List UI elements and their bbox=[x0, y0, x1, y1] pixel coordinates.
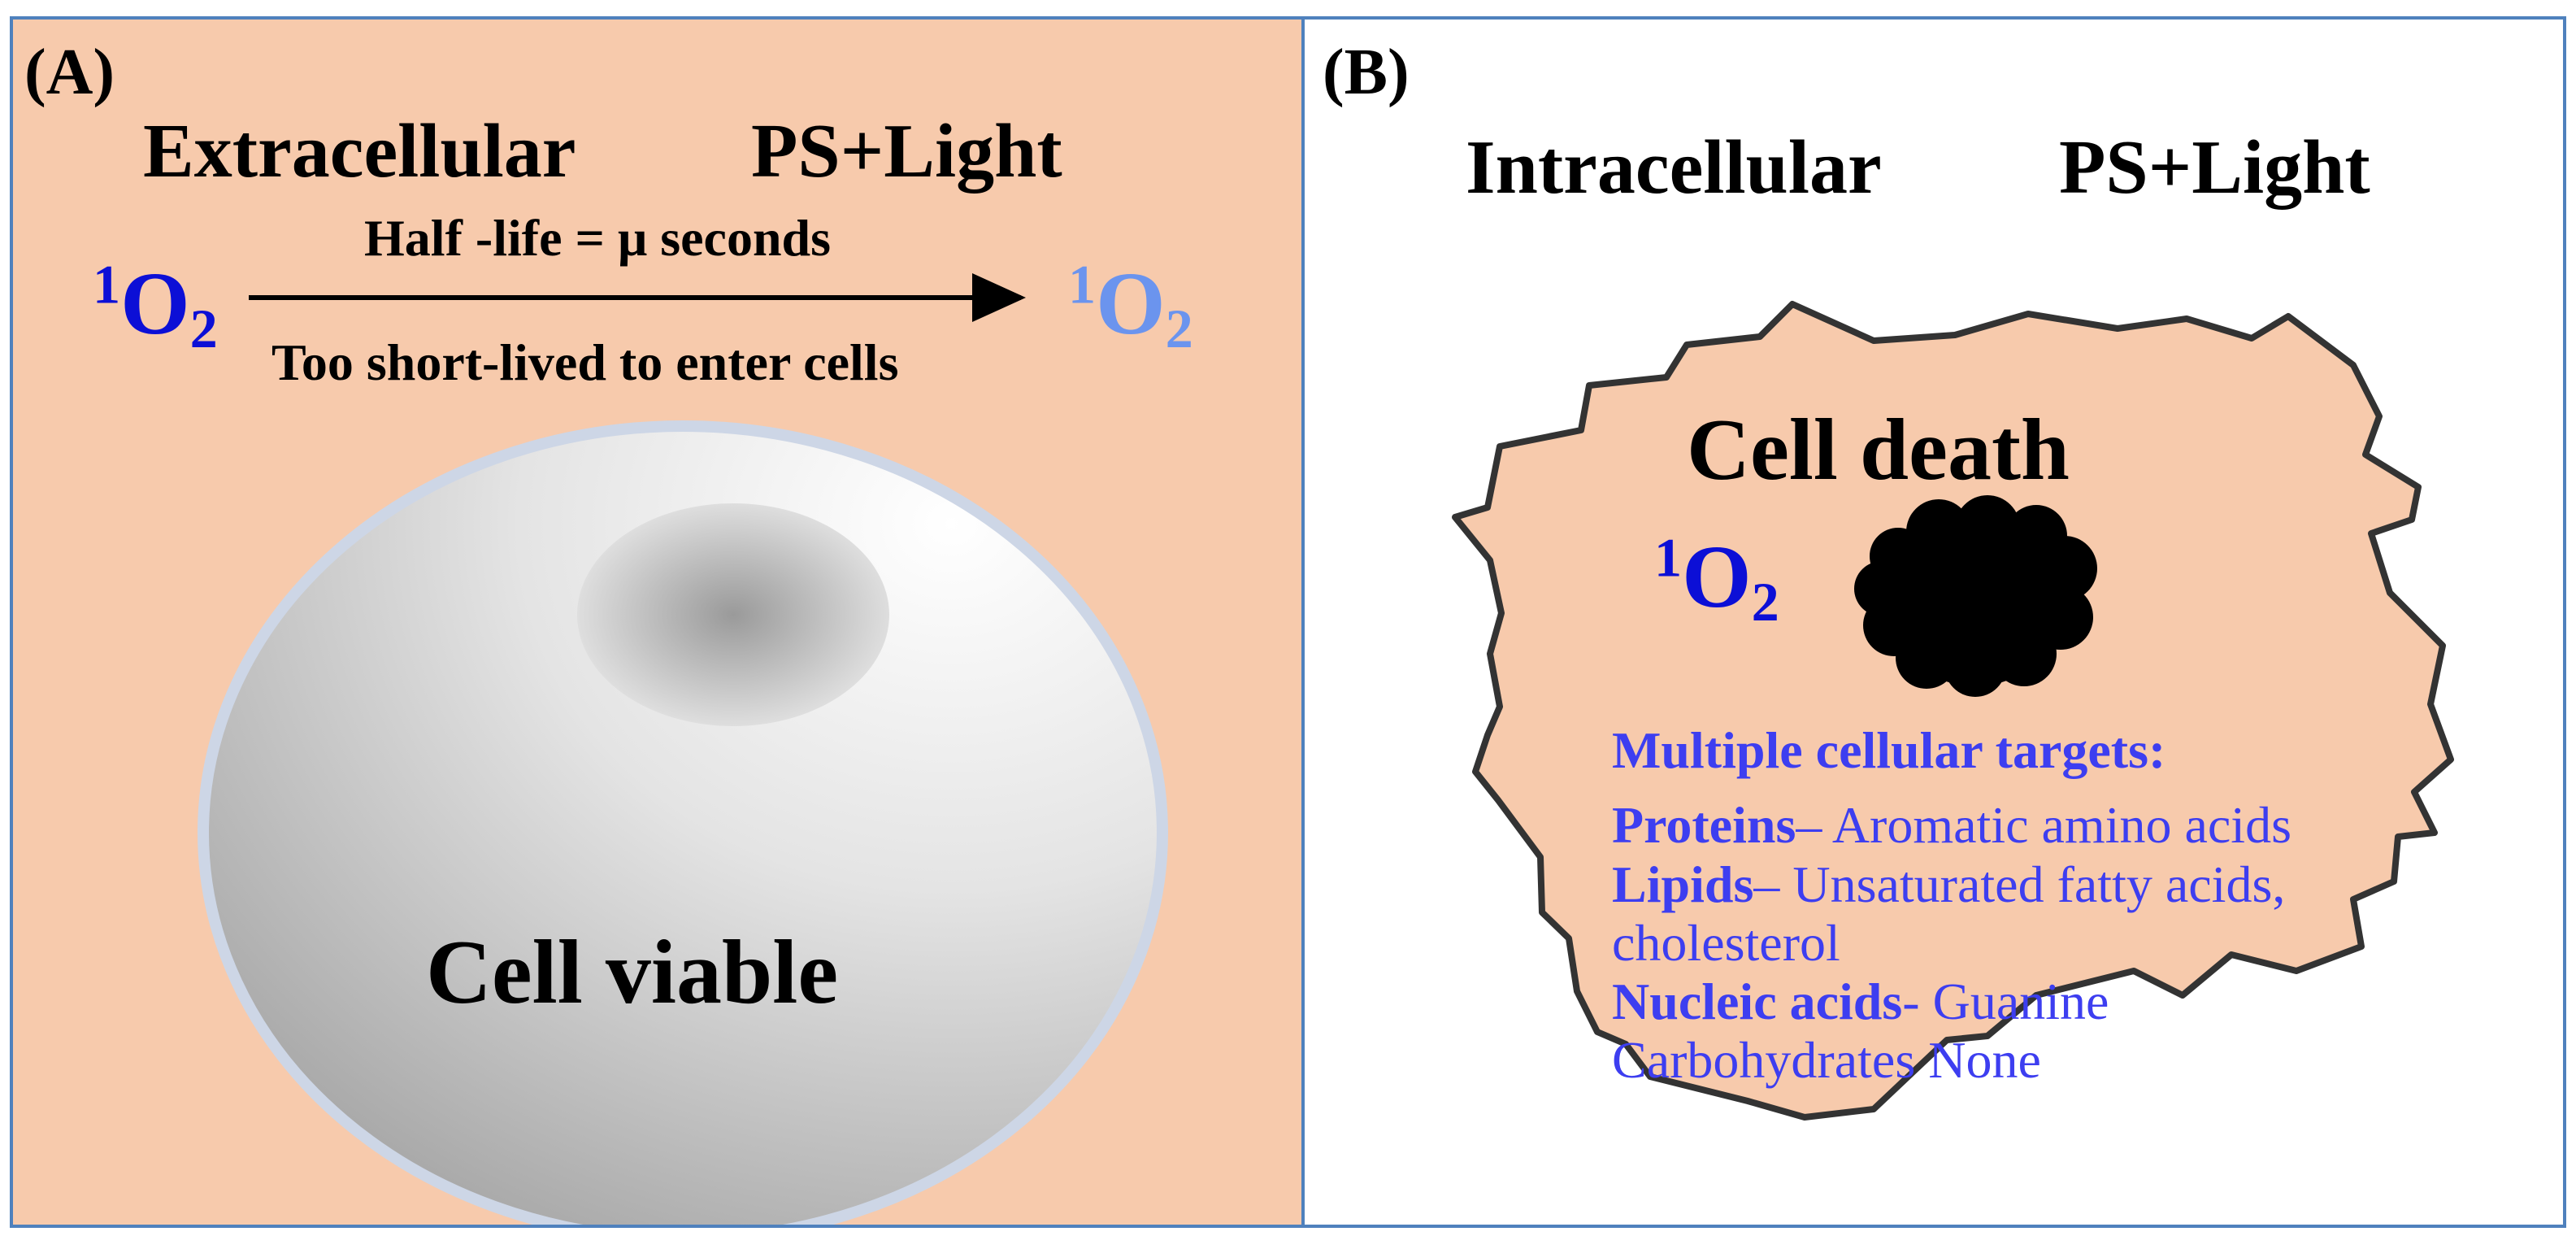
target-line-proteins: Proteins– Aromatic amino acids bbox=[1612, 796, 2291, 854]
dead-cell-blob bbox=[1854, 495, 2097, 697]
cell-viable-label: Cell viable bbox=[426, 922, 839, 1023]
panel-a-heading-treatment: PS+Light bbox=[751, 109, 1062, 194]
panel-b-heading-treatment: PS+Light bbox=[2059, 125, 2370, 210]
short-lived-label: Too short-lived to enter cells bbox=[272, 333, 899, 391]
viable-cell bbox=[198, 420, 1168, 1225]
damaged-cell-outline bbox=[1452, 301, 2454, 1121]
panel-b-intracellular: (B) Intracellular PS+Light Cell death 1O… bbox=[1301, 16, 2566, 1228]
target-line-carbohydrates: Carbohydrates None bbox=[1612, 1031, 2041, 1089]
singlet-oxygen-label-a: 1O2 bbox=[93, 253, 218, 360]
panel-a-extracellular: (A) Extracellular PS+Light Half -life = … bbox=[10, 16, 1305, 1228]
target-line-nucleic-acids: Nucleic acids- Guanine bbox=[1612, 973, 2109, 1030]
targets-title: Multiple cellular targets: bbox=[1612, 721, 2166, 779]
panel-b-label: (B) bbox=[1323, 37, 1410, 108]
singlet-oxygen-label-b: 1O2 bbox=[1654, 526, 1779, 633]
target-line-lipids: Lipids– Unsaturated fatty acids, bbox=[1612, 855, 2286, 913]
half-life-label: Half -life = μ seconds bbox=[364, 209, 832, 267]
panel-a-graphics bbox=[198, 273, 1168, 1225]
panel-b-graphics bbox=[1452, 301, 2454, 1121]
cell-nucleus bbox=[577, 503, 889, 726]
panel-a-heading-location: Extracellular bbox=[143, 109, 576, 194]
panel-a-label: (A) bbox=[24, 37, 115, 108]
singlet-oxygen-label-faded: 1O2 bbox=[1068, 253, 1193, 360]
cell-death-label: Cell death bbox=[1687, 402, 2070, 498]
panel-b-heading-location: Intracellular bbox=[1466, 125, 1882, 210]
target-line-cholesterol: cholesterol bbox=[1612, 914, 1840, 972]
